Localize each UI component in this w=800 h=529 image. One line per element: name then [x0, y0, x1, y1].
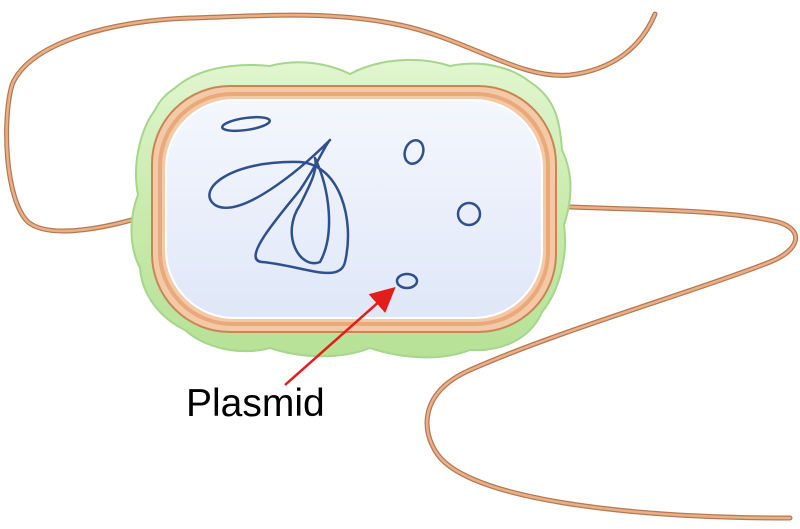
flagellum-right [424, 203, 798, 521]
plasmid-1 [403, 139, 425, 165]
plasmid-2 [456, 201, 482, 227]
cytoplasm [165, 99, 543, 319]
flagellum-left [4, 11, 658, 234]
plasmid-3 [395, 272, 419, 290]
chromosome [208, 138, 350, 275]
chromosome-loop [220, 115, 272, 133]
plasmid-pointer-arrow [284, 287, 396, 386]
plasmid-label: Plasmid [186, 382, 325, 425]
